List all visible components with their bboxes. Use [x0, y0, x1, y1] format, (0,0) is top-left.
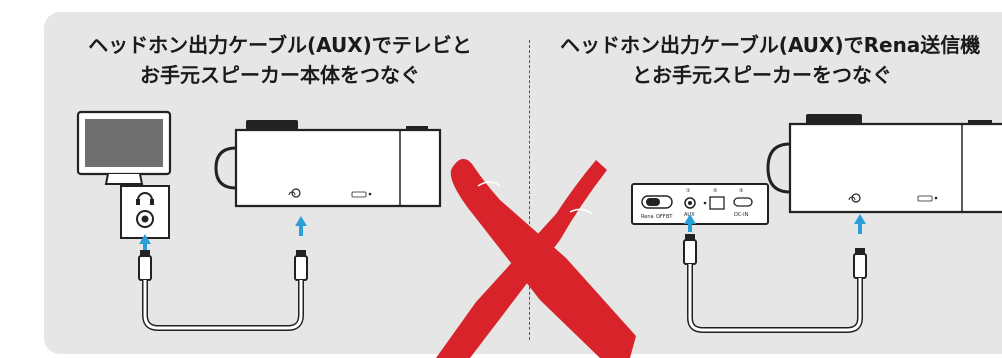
port-number-1: ① — [686, 188, 691, 194]
prohibited-cross-icon — [436, 158, 636, 358]
speaker-left — [214, 120, 442, 208]
dcin-label: DC-IN — [734, 212, 749, 218]
transmitter-label-off: OFF — [656, 214, 666, 220]
arrow-up-icon — [684, 214, 696, 232]
arrow-up-icon — [139, 234, 151, 252]
transmitter-label-bt: BT — [666, 214, 673, 220]
dcin-port — [733, 197, 753, 207]
headphone-icon — [136, 192, 154, 205]
transmitter-device: Rena OFF BT ① ② ③ AUX DC-IN — [631, 183, 769, 225]
right-title: ヘッドホン出力ケーブル(AUX)でRena送信機 とお手元スピーカーをつなぐ — [560, 30, 1000, 90]
arrow-up-icon — [295, 216, 307, 236]
right-title-line2: とお手元スピーカーをつなぐ — [632, 63, 892, 87]
speaker-right — [766, 114, 1002, 214]
tv-jack-box — [120, 185, 170, 239]
arrow-up-icon — [854, 214, 866, 234]
transmitter-label-rena: Rena — [641, 214, 654, 220]
right-title-line1: ヘッドホン出力ケーブル(AUX)でRena送信機 — [560, 33, 981, 57]
tv-icon — [76, 110, 172, 185]
port-number-2: ② — [713, 188, 718, 194]
headphone-jack-icon — [848, 193, 861, 203]
aux-cable-left — [138, 250, 308, 331]
dashed-divider — [529, 40, 530, 340]
optical-port — [709, 196, 725, 210]
left-title: ヘッドホン出力ケーブル(AUX)でテレビと お手元スピーカー本体をつなぐ — [60, 30, 500, 90]
left-title-line2: お手元スピーカー本体をつなぐ — [140, 63, 420, 87]
aux-cable-right — [683, 234, 867, 333]
headphone-jack-icon — [288, 188, 301, 198]
left-title-line1: ヘッドホン出力ケーブル(AUX)でテレビと — [88, 33, 472, 57]
port-number-3: ③ — [739, 188, 743, 194]
